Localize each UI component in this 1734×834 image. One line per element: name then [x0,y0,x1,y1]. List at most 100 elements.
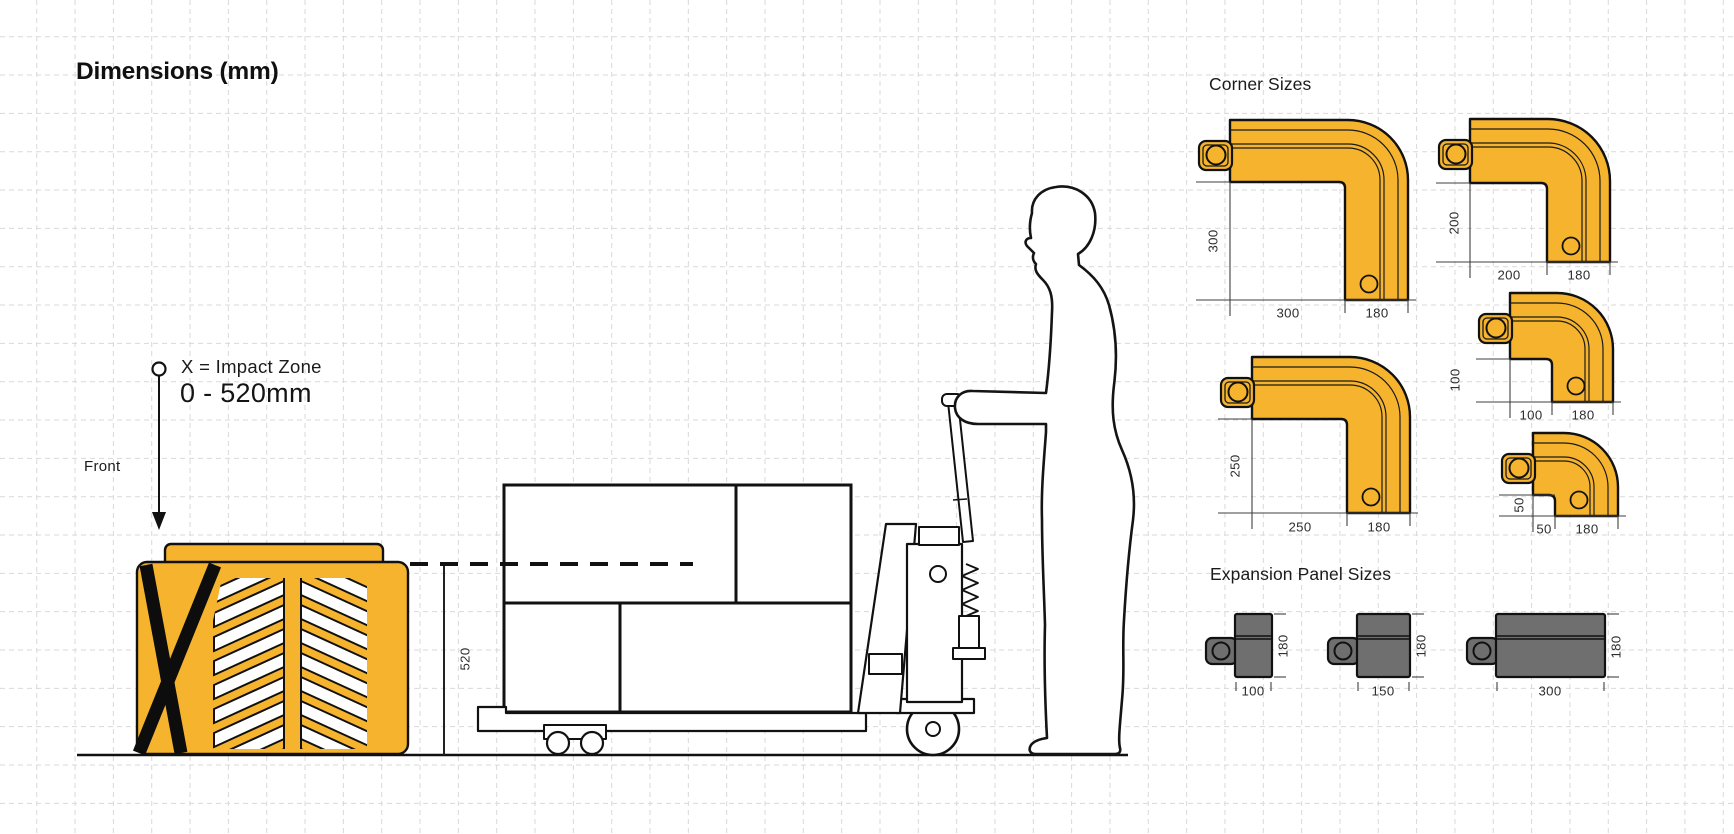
corner-dimension-lines [1499,494,1626,532]
panel-1-height-dim: 180 [1275,634,1291,658]
impact-zone-label: X = Impact Zone [181,356,322,377]
corner-4-horizontal-dim: 100 [1519,407,1543,423]
height-dim-label: 520 [457,647,473,671]
barrier-x-marking [132,562,222,756]
corner-4-depth-dim: 180 [1571,407,1595,423]
bolt-hole-icon [1359,274,1379,294]
pump-cap [918,526,960,546]
corner-sizes-heading: Corner Sizes [1209,74,1312,94]
bolt-hole-icon [1445,143,1467,165]
wheel-hub [925,721,941,737]
corner-1-vertical-dim: 300 [1205,229,1221,253]
panel-1-width-dim: 100 [1241,683,1265,699]
bolt-hole-icon [1561,236,1581,256]
corner-1-depth-dim: 180 [1365,305,1389,321]
box [734,483,853,605]
seam-line [1510,302,1604,402]
seam-line [1470,146,1583,262]
barrier-chevron-panel [213,578,367,749]
box [618,601,853,714]
corner-body [1250,355,1412,515]
panel-dimension-lines [1235,613,1286,691]
front-label: Front [84,458,121,475]
piston [958,615,980,651]
seam-line [1533,456,1595,516]
pump-pivot [929,565,947,583]
seam-line [1252,366,1401,513]
impact-barrier [135,542,410,756]
corner-piece-5 [1499,431,1626,532]
bolt-hole-icon [1227,381,1249,403]
expansion-panel-2 [1326,612,1424,691]
seam-line [1470,142,1587,262]
seam-line [1533,460,1591,516]
corner-piece-2 [1436,117,1618,278]
mast-plate [868,653,903,675]
bolt-hole-icon [1472,641,1492,661]
piston-flange [952,647,986,660]
panel-dimension-lines [1496,613,1619,691]
corner-piece-3 [1218,355,1418,529]
corner-3-horizontal-dim: 250 [1288,519,1312,535]
seam-line [1510,320,1586,402]
bolt-hole-icon [1508,457,1530,479]
load-boxes [502,483,853,714]
expansion-panel-1 [1204,612,1286,691]
corner-body [1531,431,1620,518]
page-title: Dimensions (mm) [76,58,279,85]
corner-piece-1 [1196,118,1416,316]
corner-2-horizontal-dim: 200 [1497,267,1521,283]
impact-zone-range: 0 - 520mm [180,378,312,408]
corner-5-depth-dim: 180 [1575,521,1599,537]
person-silhouette [953,185,1136,756]
pallet-truck [476,393,986,757]
panel-body [1494,612,1607,679]
corner-3-vertical-dim: 250 [1227,454,1243,478]
marker-circle-icon [151,361,167,377]
seam-line [1533,442,1609,516]
bolt-hole-icon [1205,144,1227,166]
bolt-hole-icon [1569,490,1589,510]
seam-line [1230,129,1399,300]
corner-2-depth-dim: 180 [1567,267,1591,283]
corner-5-horizontal-dim: 50 [1536,521,1552,537]
corner-4-vertical-dim: 100 [1447,368,1463,392]
corner-5-vertical-dim: 50 [1511,497,1527,513]
corner-dimension-lines [1436,182,1618,278]
bolt-hole-icon [1361,487,1381,507]
seam-line [1470,128,1601,262]
corner-body [1508,291,1615,404]
corner-2-vertical-dim: 200 [1446,211,1462,235]
corner-body [1228,118,1410,302]
seam-line [1252,380,1387,513]
panel-dimension-lines [1357,613,1424,691]
arrowhead-icon [152,512,166,530]
seam-line [1230,143,1385,300]
spring [961,563,979,617]
bolt-hole-icon [1566,376,1586,396]
box [502,483,738,605]
bolt-hole-icon [1333,641,1353,661]
front-roller [579,730,605,756]
corner-3-depth-dim: 180 [1367,519,1391,535]
corner-dimension-lines [1476,358,1621,418]
corner-1-horizontal-dim: 300 [1276,305,1300,321]
seam-line [1230,147,1381,300]
corner-dimension-lines [1218,418,1418,529]
panel-2-height-dim: 180 [1413,634,1429,658]
expansion-panel-3 [1465,612,1619,691]
expansion-heading: Expansion Panel Sizes [1210,564,1392,584]
bolt-hole-icon [1485,317,1507,339]
seam-line [1252,384,1383,513]
impact-zone-arrow [151,361,167,530]
corner-piece-4 [1476,291,1621,418]
panel-body [1233,612,1274,679]
corner-dimension-lines [1196,181,1416,316]
panel-body [1355,612,1412,679]
panel-2-width-dim: 150 [1371,683,1395,699]
seam-line [1510,316,1590,402]
panel-3-height-dim: 180 [1608,635,1624,659]
panel-3-width-dim: 300 [1538,683,1562,699]
